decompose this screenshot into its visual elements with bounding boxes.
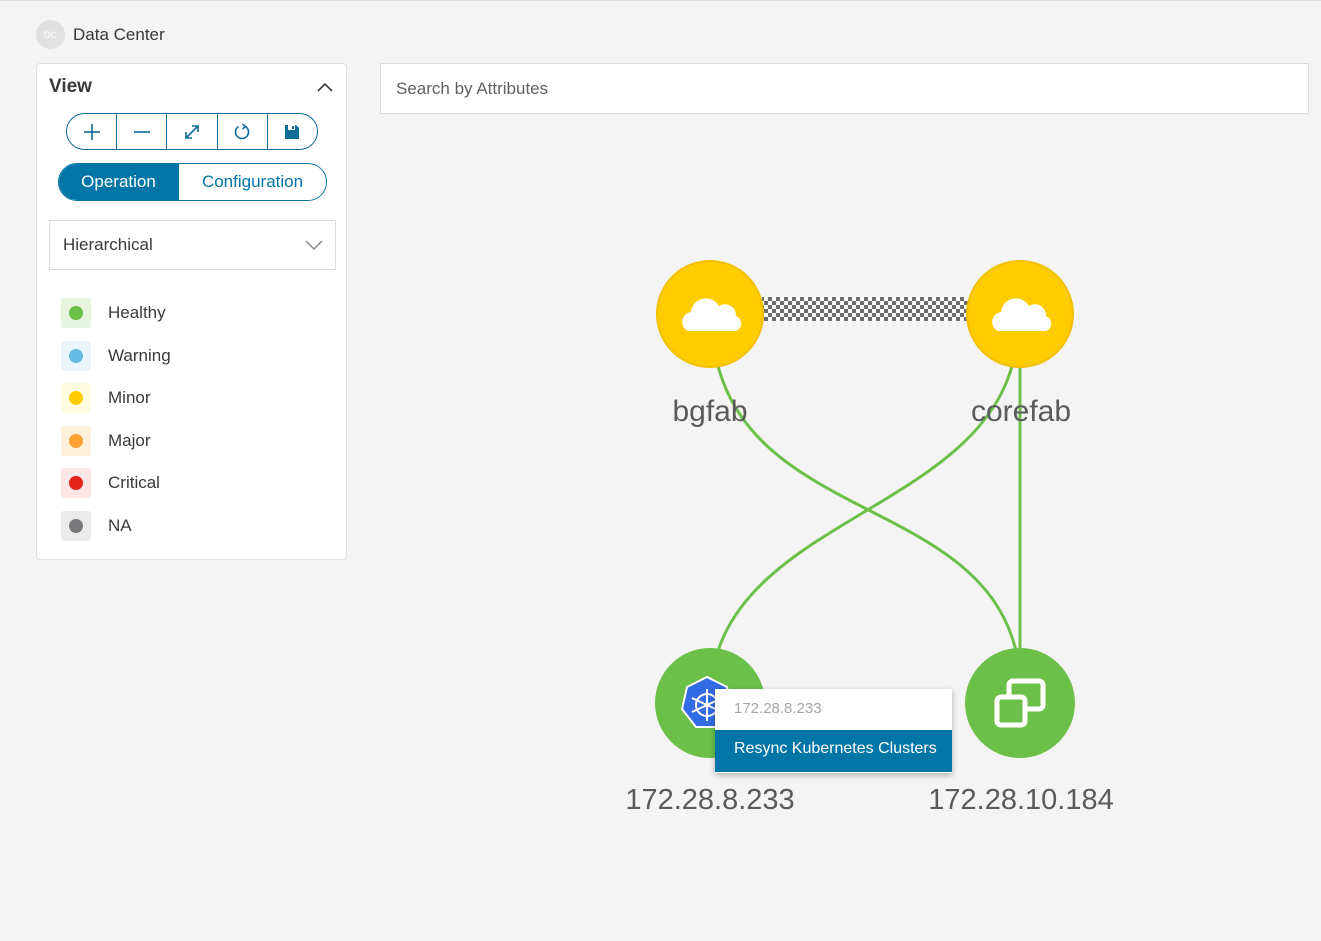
node-label-vcenter: 172.28.10.184 (928, 784, 1114, 816)
legend-label: Major (108, 430, 151, 450)
legend-item-healthy: Healthy (61, 292, 171, 335)
operation-tab[interactable]: Operation (59, 164, 178, 200)
save-layout-button[interactable] (268, 114, 317, 149)
minus-icon (133, 130, 150, 133)
context-menu-header: 172.28.8.233 (734, 700, 822, 717)
layout-select-value: Hierarchical (63, 235, 153, 254)
na-swatch (61, 510, 91, 541)
zoom-out-button[interactable] (117, 114, 168, 149)
avatar: DC (36, 20, 65, 49)
fabric-link[interactable] (762, 297, 968, 321)
view-toolbar (66, 113, 318, 150)
breadcrumb: DC Data Center (36, 20, 165, 49)
expand-arrows-icon (185, 124, 199, 139)
search-input[interactable] (380, 63, 1309, 114)
configuration-tab[interactable]: Configuration (178, 164, 326, 200)
legend-item-minor: Minor (61, 377, 171, 420)
healthy-swatch (61, 298, 91, 329)
node-context-menu: 172.28.8.233 Resync Kubernetes Clusters (715, 689, 952, 773)
cloud-icon (682, 298, 742, 331)
layout-select[interactable]: Hierarchical (49, 220, 336, 270)
node-bgfab[interactable] (656, 260, 764, 368)
node-label-corefab: corefab (970, 395, 1072, 428)
cloud-icon (992, 298, 1052, 331)
chevron-up-icon[interactable] (316, 80, 334, 94)
view-panel: View (36, 63, 347, 560)
legend-item-warning: Warning (61, 335, 171, 378)
link-corefab-k8s[interactable] (716, 365, 1014, 652)
plus-icon (83, 123, 100, 140)
page-title[interactable]: Data Center (73, 24, 165, 44)
legend-label: Healthy (108, 303, 166, 323)
node-label-k8s: 172.28.8.233 (625, 784, 795, 816)
fit-to-screen-button[interactable] (167, 114, 218, 149)
refresh-button[interactable] (218, 114, 268, 149)
legend-item-critical: Critical (61, 462, 171, 505)
legend-item-na: NA (61, 505, 171, 548)
legend-label: Warning (108, 345, 171, 365)
save-icon (285, 124, 300, 139)
node-vcenter[interactable] (965, 648, 1075, 758)
refresh-icon (234, 122, 250, 139)
node-label-bgfab: bgfab (672, 395, 748, 428)
vmware-icon (994, 678, 1046, 728)
status-legend: Healthy Warning Minor Major Critical NA (61, 292, 171, 547)
legend-label: NA (108, 515, 132, 535)
zoom-in-button[interactable] (67, 114, 118, 149)
critical-swatch (61, 468, 91, 499)
warning-swatch (61, 340, 91, 371)
node-corefab[interactable] (966, 260, 1074, 368)
legend-item-major: Major (61, 420, 171, 463)
view-panel-title: View (49, 76, 92, 97)
legend-label: Critical (108, 473, 160, 493)
major-swatch (61, 425, 91, 456)
resync-kubernetes-clusters-item[interactable]: Resync Kubernetes Clusters (715, 730, 952, 772)
chevron-down-icon (305, 240, 323, 251)
legend-label: Minor (108, 388, 151, 408)
mode-toggle: Operation Configuration (58, 163, 327, 201)
minor-swatch (61, 383, 91, 414)
